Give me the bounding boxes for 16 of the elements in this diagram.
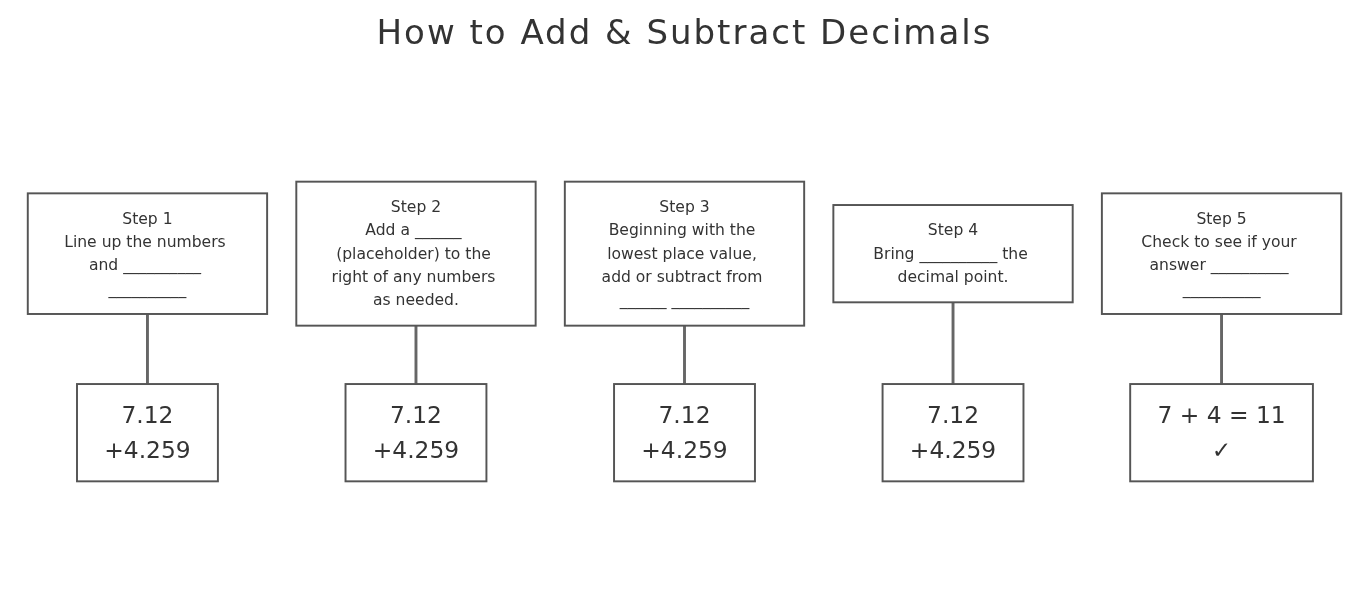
node-box: 7.12 +4.259 xyxy=(76,383,219,483)
title: How to Add & Subtract Decimals xyxy=(376,12,993,52)
node-box: 7.12 +4.259 xyxy=(613,383,756,483)
connector xyxy=(1220,314,1223,385)
node-box: 7.12 +4.259 xyxy=(344,383,488,483)
node-box: Step 4 Bring __________ the decimal point. xyxy=(832,204,1074,304)
node-box: 7 + 4 = 11 ✓ xyxy=(1129,383,1314,483)
connector xyxy=(683,325,686,385)
node-box: Step 1 Line up the numbers and __________ __________ xyxy=(26,192,269,315)
node-box: Step 2 Add a ______ (placeholder) to the right of any numbers as needed. xyxy=(295,180,537,327)
connector xyxy=(414,325,418,385)
connector xyxy=(146,314,149,385)
node-box: Step 3 Beginning with the lowest place value, add or subtract from ______ __________ xyxy=(563,180,806,327)
node-box: Step 5 Check to see if your answer __________ __________ xyxy=(1100,192,1343,315)
connector xyxy=(951,302,955,385)
node-box: 7.12 +4.259 xyxy=(881,383,1025,483)
